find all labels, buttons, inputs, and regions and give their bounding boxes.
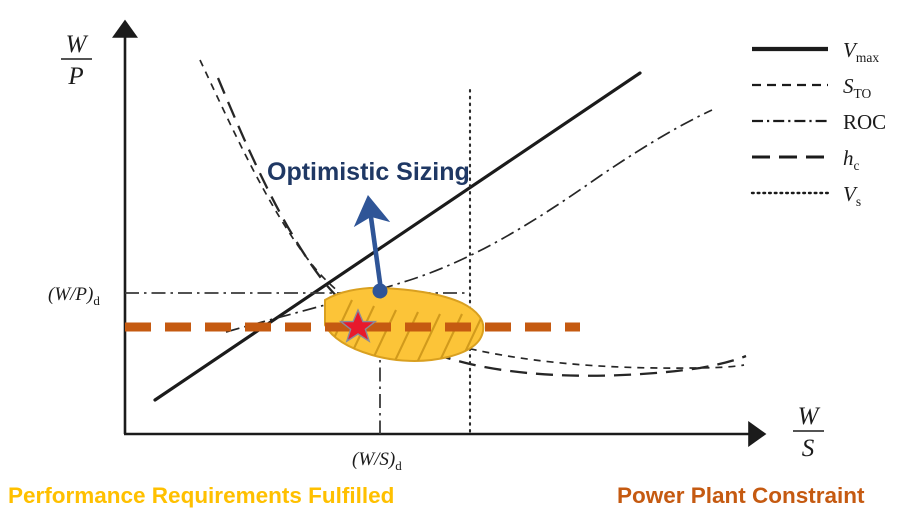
legend-item-roc[interactable]: ROC	[752, 110, 886, 134]
curve-sto	[199, 59, 745, 369]
legend-sub-vmax: max	[856, 50, 879, 65]
legend-sub-sto: TO	[854, 86, 872, 101]
legend-item-hc[interactable]: hc	[752, 146, 860, 173]
curve-roc	[225, 109, 713, 333]
svg-text:(W/P)d: (W/P)d	[48, 284, 100, 308]
optimistic-sizing-arrow	[353, 194, 391, 299]
y-tick-label-main: (W/P)	[48, 284, 93, 305]
legend-item-vs[interactable]: Vs	[750, 182, 861, 209]
optimistic-sizing-label: Optimistic Sizing	[267, 158, 470, 186]
svg-text:Vs: Vs	[843, 182, 861, 209]
legend-label-vs: V	[843, 182, 858, 206]
y-axis-label-numerator: W	[66, 31, 89, 58]
performance-requirements-caption: Performance Requirements Fulfilled	[8, 483, 394, 508]
legend-item-sto[interactable]: STO	[752, 74, 872, 101]
legend-label-hc: h	[843, 146, 854, 170]
y-tick-label-design: (W/P)d	[48, 284, 100, 308]
y-axis-label-denominator: P	[67, 63, 83, 90]
x-tick-label-design: (W/S)d	[352, 449, 402, 473]
optimistic-sizing-point-dot	[372, 283, 388, 299]
svg-text:hc: hc	[843, 146, 860, 173]
x-tick-label-main: (W/S)	[352, 449, 395, 470]
svg-text:Vmax: Vmax	[843, 38, 879, 65]
design-point-star	[338, 308, 378, 343]
svg-text:ROC: ROC	[843, 110, 886, 134]
x-axis-label-denominator: S	[802, 435, 815, 462]
x-axis-label-numerator: W	[798, 403, 821, 430]
legend-label-sto: S	[843, 74, 854, 98]
svg-text:(W/S)d: (W/S)d	[352, 449, 402, 473]
legend-sub-hc: c	[854, 158, 860, 173]
feasible-region	[324, 286, 485, 362]
svg-text:STO: STO	[843, 74, 872, 101]
curve-vmax	[153, 71, 642, 402]
x-tick-label-sub: d	[395, 458, 402, 473]
power-plant-constraint-caption: Power Plant Constraint	[617, 483, 865, 508]
legend-item-vmax[interactable]: Vmax	[752, 38, 879, 65]
x-axis-label: W S	[793, 403, 824, 462]
legend-sub-vs: s	[856, 194, 861, 209]
y-tick-label-sub: d	[93, 293, 100, 308]
y-axis-label: W P	[61, 31, 92, 90]
legend-label-vmax: V	[843, 38, 858, 62]
axes-group	[112, 19, 767, 447]
legend: Vmax STO ROC hc	[750, 38, 886, 209]
legend-label-roc: ROC	[843, 110, 886, 134]
